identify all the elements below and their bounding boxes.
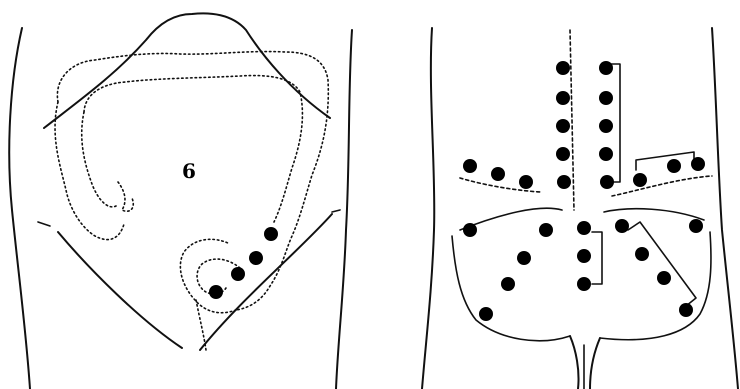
upper-buttock-line-right bbox=[604, 209, 704, 220]
ascending-colon-inner bbox=[82, 112, 116, 207]
acupoint bbox=[463, 159, 477, 173]
acupoint bbox=[556, 91, 570, 105]
acupoint bbox=[599, 119, 613, 133]
acupoint bbox=[599, 61, 613, 75]
acupoint bbox=[209, 285, 223, 299]
acupoint bbox=[600, 175, 614, 189]
acupoint bbox=[556, 119, 570, 133]
acupoint bbox=[577, 277, 591, 291]
acupoint bbox=[691, 157, 705, 171]
gluteal-cleft-left bbox=[570, 336, 579, 389]
back-view bbox=[422, 28, 738, 389]
back-right-torso-outline bbox=[712, 28, 738, 389]
acupoint bbox=[557, 175, 571, 189]
acupoint bbox=[231, 267, 245, 281]
upper-right-bracket bbox=[636, 152, 694, 170]
rib-cage-arch bbox=[44, 13, 330, 128]
sigmoid-colon-outer bbox=[180, 239, 236, 312]
acupoint bbox=[577, 249, 591, 263]
acupoint bbox=[479, 307, 493, 321]
acupoint bbox=[599, 147, 613, 161]
acupoint bbox=[491, 167, 505, 181]
left-hip-line bbox=[38, 222, 50, 226]
right-buttock-outline bbox=[600, 232, 711, 340]
right-hip-line bbox=[332, 210, 340, 212]
front-abdomen-view: 6 bbox=[9, 13, 352, 389]
acupoint bbox=[577, 221, 591, 235]
acupoint bbox=[463, 223, 477, 237]
acupoint bbox=[679, 303, 693, 317]
front-acupoints bbox=[209, 227, 278, 299]
acupoint bbox=[264, 227, 278, 241]
acupoint bbox=[599, 91, 613, 105]
gluteal-cleft-right bbox=[590, 338, 600, 389]
front-right-torso-outline bbox=[336, 30, 352, 389]
acupoint bbox=[556, 61, 570, 75]
back-left-torso-outline bbox=[422, 28, 434, 389]
umbilicus-label: 6 bbox=[182, 159, 196, 183]
acupoint bbox=[519, 175, 533, 189]
buttock-diagonal-bracket bbox=[628, 222, 696, 306]
ascending-colon-outline bbox=[55, 102, 124, 240]
acupoint bbox=[667, 159, 681, 173]
right-iliac-crest bbox=[612, 176, 712, 196]
acupoint bbox=[517, 251, 531, 265]
front-left-torso-outline bbox=[9, 28, 30, 389]
cecum-appendix bbox=[118, 182, 133, 211]
acupoint bbox=[657, 271, 671, 285]
acupoint bbox=[635, 247, 649, 261]
acupoint bbox=[556, 147, 570, 161]
acupoint bbox=[249, 251, 263, 265]
acupoint bbox=[615, 219, 629, 233]
left-inguinal-line bbox=[58, 232, 182, 348]
acupoint bbox=[633, 173, 647, 187]
colon-outline-inner bbox=[84, 76, 302, 222]
acupoint bbox=[539, 223, 553, 237]
acupoint bbox=[689, 219, 703, 233]
back-acupoints bbox=[463, 61, 705, 321]
acupoint bbox=[501, 277, 515, 291]
sacral-bracket bbox=[592, 232, 602, 284]
